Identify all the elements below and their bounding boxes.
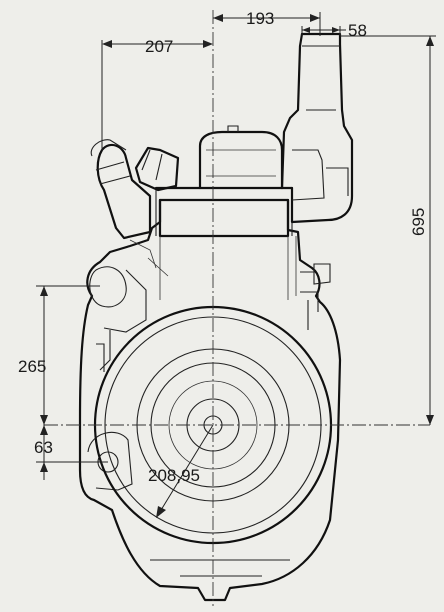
- dimension-radius: [156, 424, 214, 518]
- dimension-63: [36, 425, 108, 480]
- label-radius: 208,95: [148, 466, 200, 485]
- center-lines: [44, 10, 430, 606]
- label-695: 695: [409, 208, 428, 236]
- label-63: 63: [34, 438, 53, 457]
- dimension-58: [301, 26, 346, 36]
- dimension-695: [340, 35, 436, 425]
- dimension-207: [101, 40, 213, 150]
- dimension-193: [213, 12, 321, 36]
- label-207: 207: [145, 37, 173, 56]
- engine-body: [78, 32, 354, 602]
- label-58: 58: [348, 21, 367, 40]
- label-265: 265: [18, 357, 46, 376]
- label-193: 193: [246, 9, 274, 28]
- dimension-265: [36, 285, 100, 425]
